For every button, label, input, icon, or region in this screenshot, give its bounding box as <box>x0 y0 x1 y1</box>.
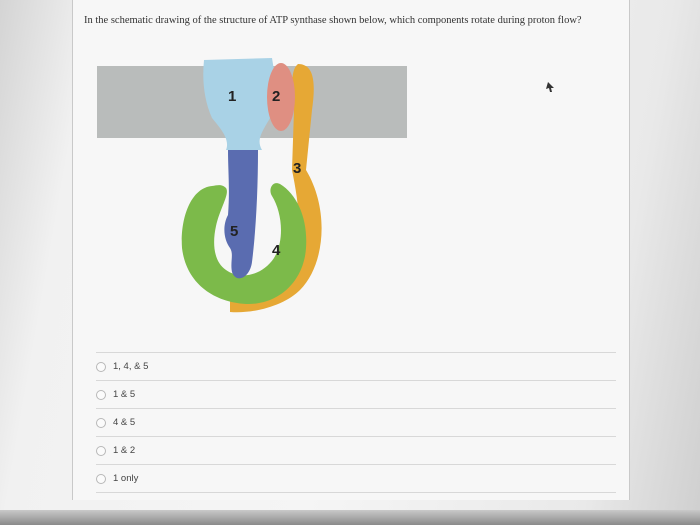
radio-button[interactable] <box>96 390 106 400</box>
component-4-head <box>181 183 307 305</box>
option-row[interactable]: 1 only <box>96 464 616 493</box>
label-5: 5 <box>230 223 238 240</box>
option-label: 1, 4, & 5 <box>113 361 149 372</box>
option-row[interactable]: 4 & 5 <box>96 408 616 437</box>
options-bottom-divider <box>96 492 616 493</box>
component-5-stalk <box>224 150 258 279</box>
label-2: 2 <box>272 88 280 105</box>
question-text: In the schematic drawing of the structur… <box>84 15 582 26</box>
component-2-oval <box>267 63 295 131</box>
label-1: 1 <box>228 88 236 105</box>
option-label: 1 only <box>113 473 139 484</box>
label-4: 4 <box>272 242 281 259</box>
option-label: 4 & 5 <box>113 417 136 428</box>
option-label: 1 & 2 <box>113 445 136 456</box>
radio-button[interactable] <box>96 362 106 372</box>
radio-button[interactable] <box>96 474 106 484</box>
option-row[interactable]: 1 & 2 <box>96 436 616 465</box>
option-row[interactable]: 1 & 5 <box>96 380 616 409</box>
radio-button[interactable] <box>96 418 106 428</box>
bottom-frame <box>0 510 700 525</box>
option-label: 1 & 5 <box>113 389 136 400</box>
radio-button[interactable] <box>96 446 106 456</box>
label-3: 3 <box>293 160 301 177</box>
component-1-rotor <box>203 58 275 150</box>
mouse-cursor-icon <box>546 82 554 92</box>
option-row[interactable]: 1, 4, & 5 <box>96 352 616 381</box>
